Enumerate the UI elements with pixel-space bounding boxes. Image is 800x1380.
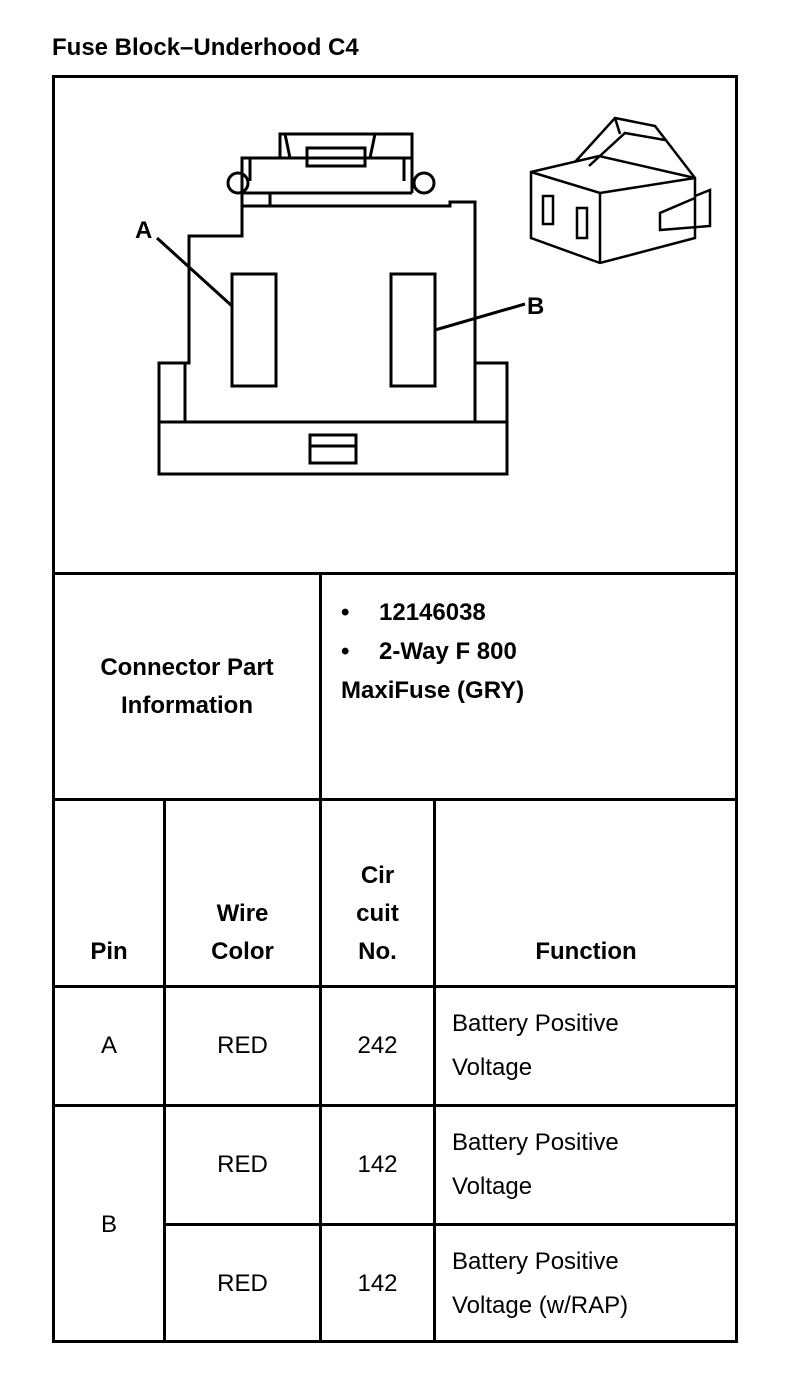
connector-drawing: A B <box>135 116 712 476</box>
divider <box>163 1223 738 1226</box>
connector-description-line1: 2-Way F 800 <box>379 638 517 665</box>
connector-info-label-line2: Information <box>121 691 253 719</box>
pin-b-callout-label: B <box>527 293 544 320</box>
connector-info-details: • 12146038 • 2-Way F 800 MaxiFuse (GRY) <box>341 593 524 710</box>
header-circuit-no: Cir cuit No. <box>322 801 433 985</box>
connector-table-frame: A B Connector Part Information • 1214603… <box>52 75 738 1343</box>
header-function: Function <box>535 938 637 965</box>
header-wire-line1: Wire <box>216 900 269 927</box>
pin-a-callout-label: A <box>135 217 152 244</box>
row-b-pin: B <box>100 1211 117 1238</box>
terminal-b <box>389 272 437 388</box>
row-a-function: Battery Positive Voltage <box>452 988 736 1104</box>
divider <box>163 798 166 1343</box>
row-a-function-line2: Voltage <box>452 1054 533 1081</box>
row-b2-wire: RED <box>217 1270 268 1297</box>
header-circuit-line2: cuit <box>356 900 399 927</box>
row-b1-circuit: 142 <box>357 1151 398 1178</box>
divider <box>319 572 322 1343</box>
connector-3d-view <box>529 116 712 265</box>
row-b1-function: Battery Positive Voltage <box>452 1107 736 1223</box>
bullet-icon: • <box>341 599 350 626</box>
row-b2-circuit: 142 <box>357 1270 398 1297</box>
divider <box>55 985 735 988</box>
header-wire-color: Wire Color <box>166 801 319 985</box>
header-circuit-line3: No. <box>358 938 397 965</box>
row-a-wire: RED <box>217 1032 268 1059</box>
row-b1-function-line1: Battery Positive <box>452 1129 619 1156</box>
connector-info-label-line1: Connector Part <box>100 653 274 681</box>
part-number: 12146038 <box>379 599 486 626</box>
row-a-circuit: 242 <box>357 1032 398 1059</box>
row-b2-function-line1: Battery Positive <box>452 1248 619 1275</box>
connector-description-line2: MaxiFuse (GRY) <box>341 677 525 704</box>
divider <box>55 1104 735 1107</box>
row-b1-wire: RED <box>217 1151 268 1178</box>
divider <box>433 798 436 1343</box>
connector-info-label: Connector Part Information <box>55 575 319 798</box>
page-title: Fuse Block–Underhood C4 <box>52 34 359 61</box>
terminal-a <box>230 272 278 388</box>
header-circuit-line1: Cir <box>360 862 395 889</box>
divider <box>55 798 735 801</box>
row-b2-function: Battery Positive Voltage (w/RAP) <box>452 1226 736 1342</box>
divider <box>55 572 735 575</box>
connector-key <box>308 433 358 465</box>
header-pin: Pin <box>90 938 128 965</box>
connector-latch <box>240 132 414 206</box>
row-a-pin: A <box>100 1032 117 1059</box>
connector-body-outline <box>157 200 509 476</box>
row-a-function-line1: Battery Positive <box>452 1010 619 1037</box>
row-b1-function-line2: Voltage <box>452 1173 533 1200</box>
row-b2-function-line2: Voltage (w/RAP) <box>452 1292 629 1319</box>
bullet-icon: • <box>341 638 350 665</box>
header-wire-line2: Color <box>211 938 274 965</box>
